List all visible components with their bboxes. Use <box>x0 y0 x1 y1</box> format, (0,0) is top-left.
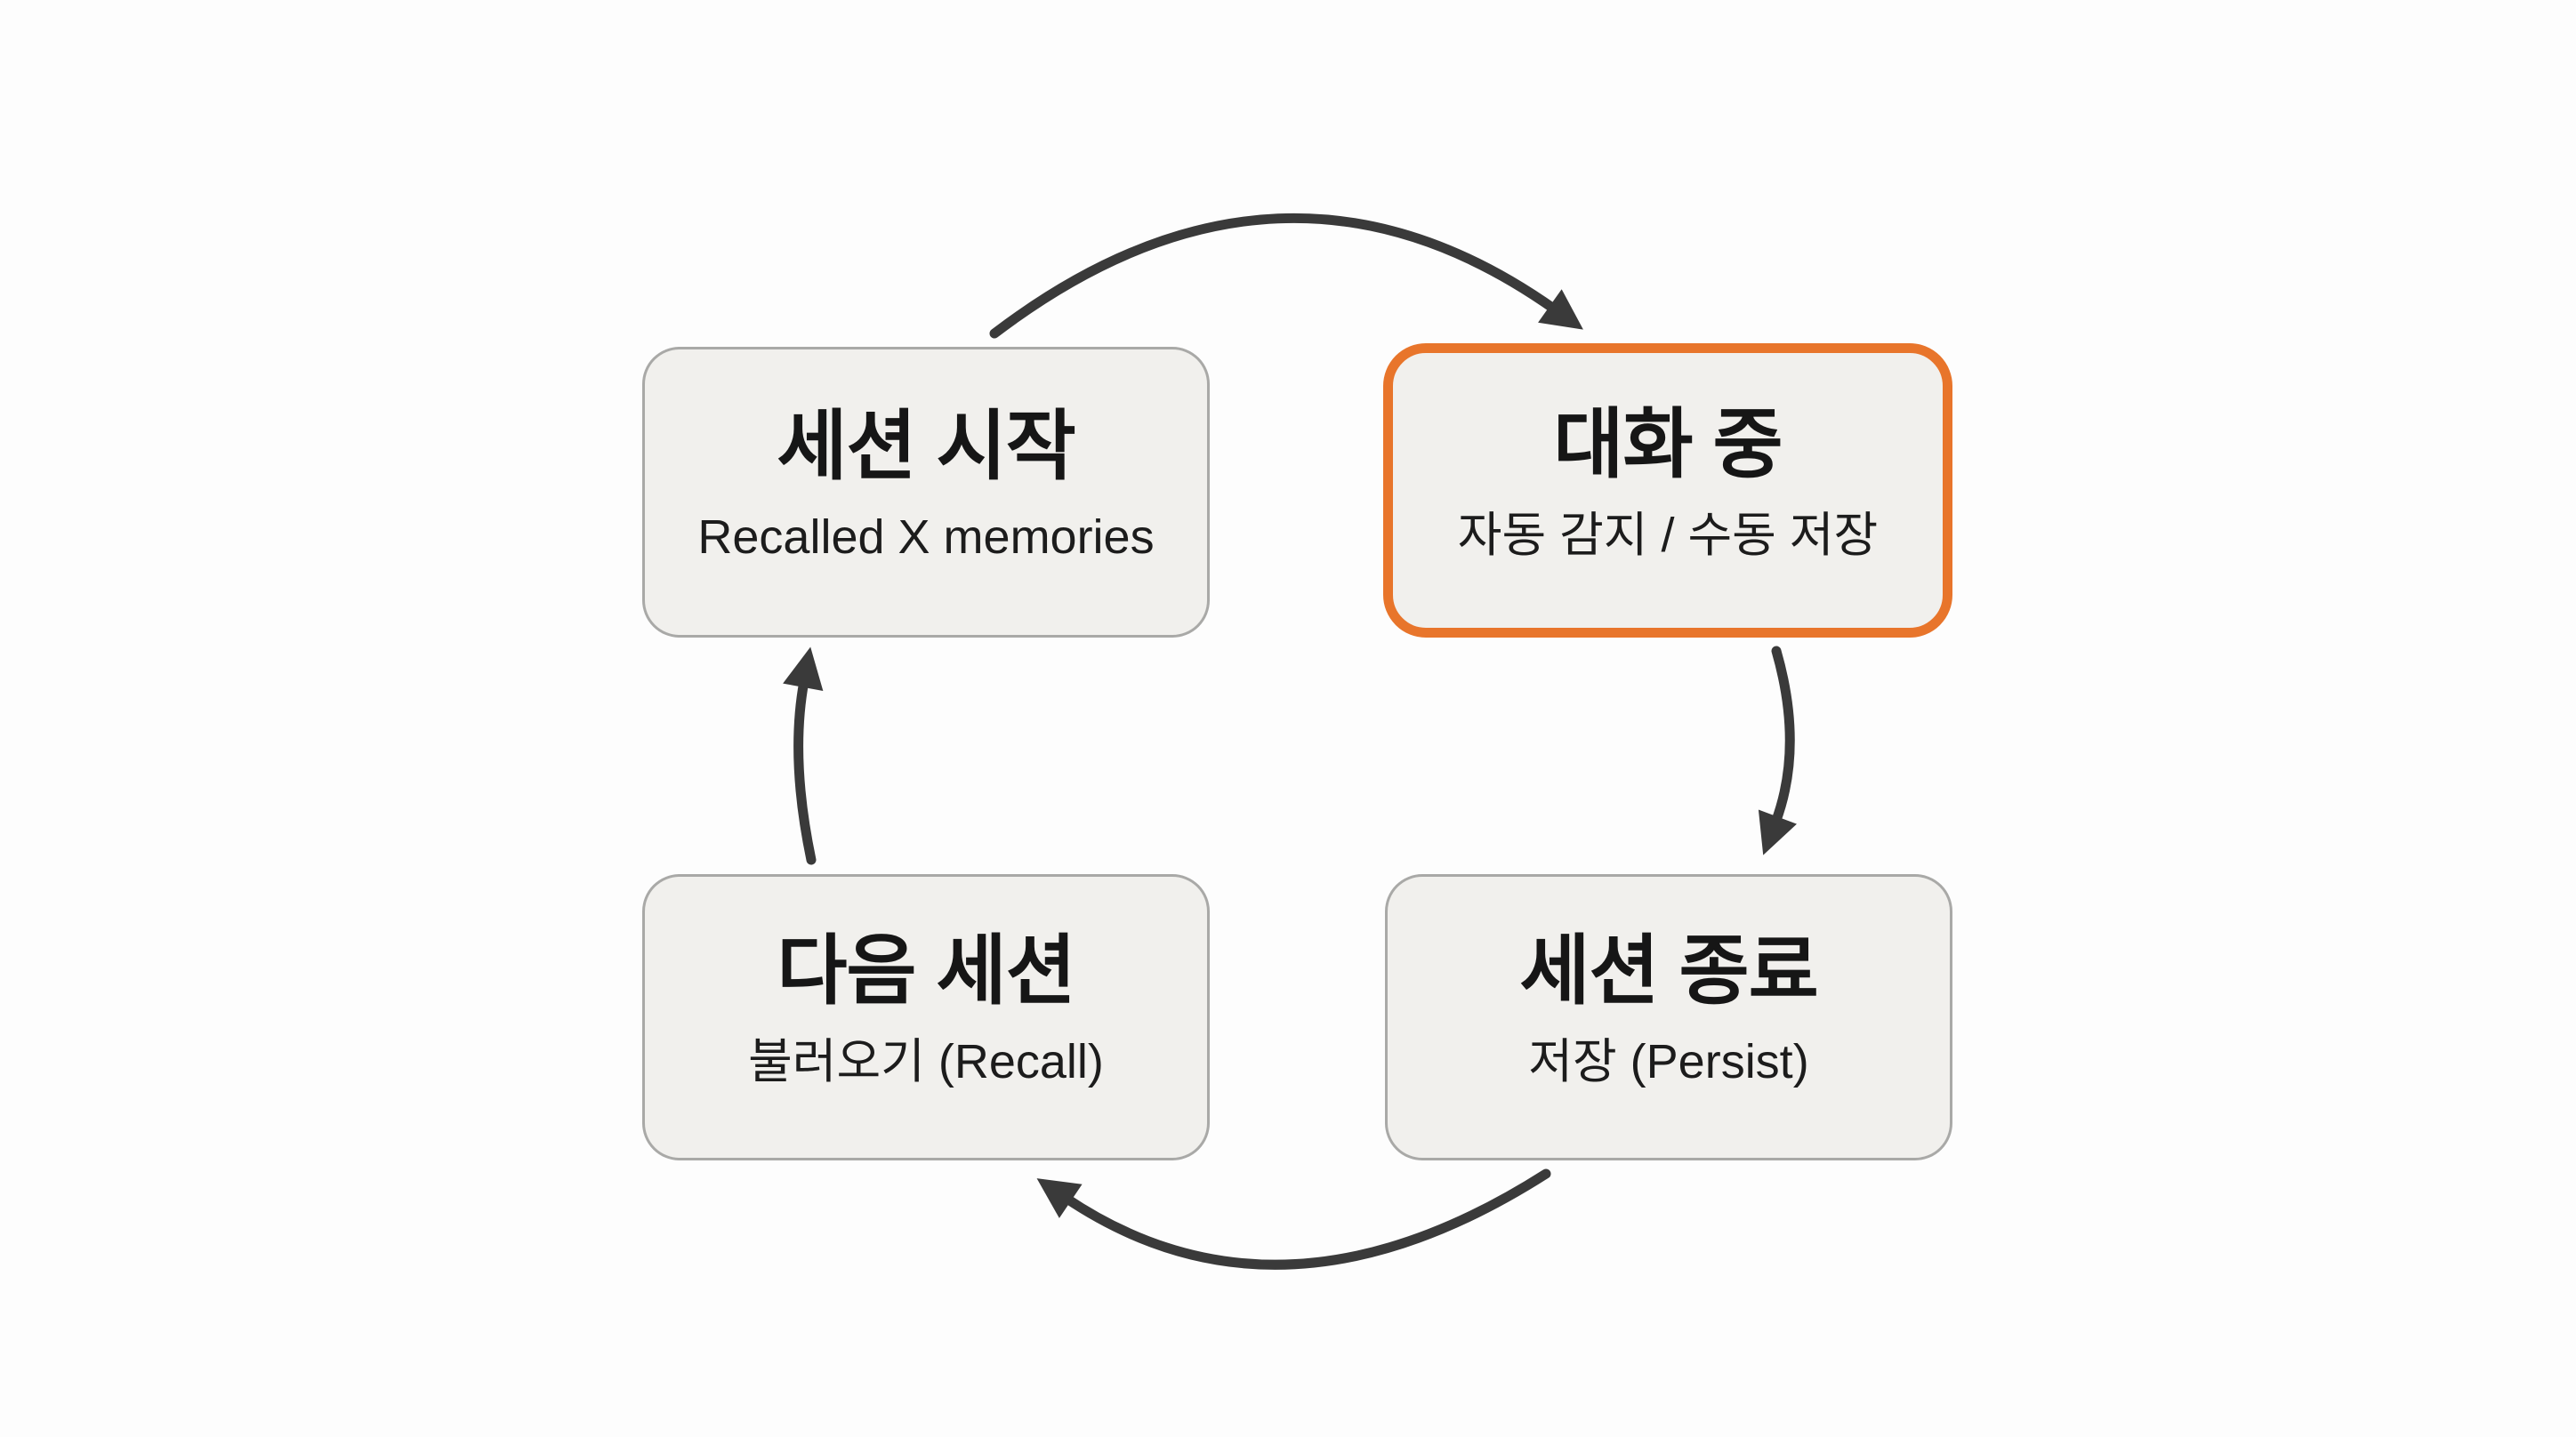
node-session-end-title: 세션 종료 <box>1519 928 1818 1015</box>
arrow-session-start-to-in-conversation <box>989 213 1583 339</box>
arrow-session-end-to-next-session <box>1036 1168 1551 1270</box>
node-session-start: 세션 시작 Recalled X memories <box>642 347 1210 638</box>
node-next-session-title: 다음 세션 <box>777 928 1075 1015</box>
node-session-start-title: 세션 시작 <box>777 403 1075 489</box>
node-session-end: 세션 종료 저장 (Persist) <box>1385 874 1952 1160</box>
arrow-in-conversation-to-session-end <box>1758 646 1797 855</box>
node-session-start-subtitle: Recalled X memories <box>697 510 1155 564</box>
node-in-conversation-subtitle: 자동 감지 / 수동 저장 <box>1457 508 1879 562</box>
arrow-next-session-to-session-start <box>783 646 824 865</box>
node-next-session-subtitle: 불러오기 (Recall) <box>748 1035 1104 1089</box>
node-next-session: 다음 세션 불러오기 (Recall) <box>642 874 1210 1160</box>
node-session-end-subtitle: 저장 (Persist) <box>1528 1035 1809 1089</box>
node-in-conversation: 대화 중 자동 감지 / 수동 저장 <box>1383 343 1952 638</box>
node-in-conversation-title: 대화 중 <box>1553 401 1783 487</box>
